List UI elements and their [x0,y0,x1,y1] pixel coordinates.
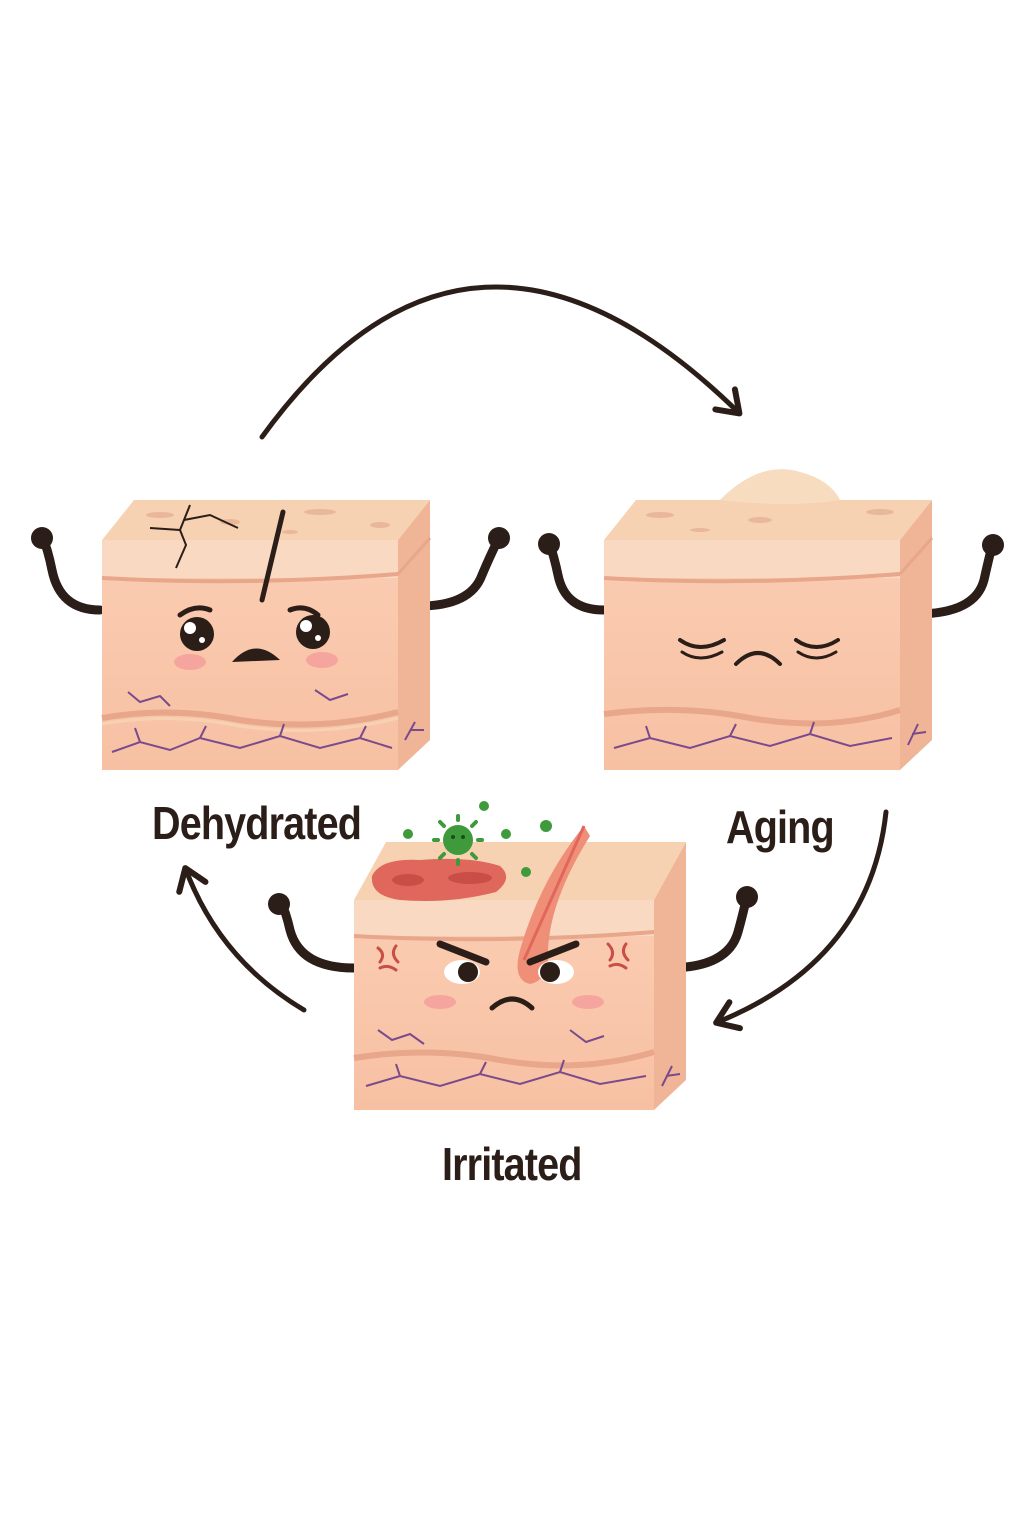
veins [365,1029,681,1088]
veins [111,689,424,753]
tired-face [678,638,840,666]
bacteria-icon [403,801,552,877]
label-aging: Aging [726,801,835,853]
left-arm [37,530,105,615]
arrow-irritated-to-dehydrated [176,865,307,1013]
crack-icon [149,504,239,569]
label-irritated: Irritated [442,1138,582,1190]
arrow-dehydrated-to-aging [259,284,743,440]
skin-block-irritated [268,801,758,1110]
right-arm [663,895,751,973]
skin-block-dehydrated [31,500,510,770]
inflamed-patch [371,858,507,901]
sad-face [174,605,338,670]
veins [613,721,927,750]
angry-face [376,940,630,1011]
left-arm [544,537,609,615]
label-dehydrated: Dehydrated [152,797,362,849]
hair-follicle-icon [517,825,590,984]
right-arm [911,541,997,619]
skin-block-aging [538,469,1004,770]
arrow-aging-to-irritated [713,809,889,1032]
cycle-arrows [176,284,889,1032]
right-arm [407,535,503,611]
left-arm [275,895,359,973]
